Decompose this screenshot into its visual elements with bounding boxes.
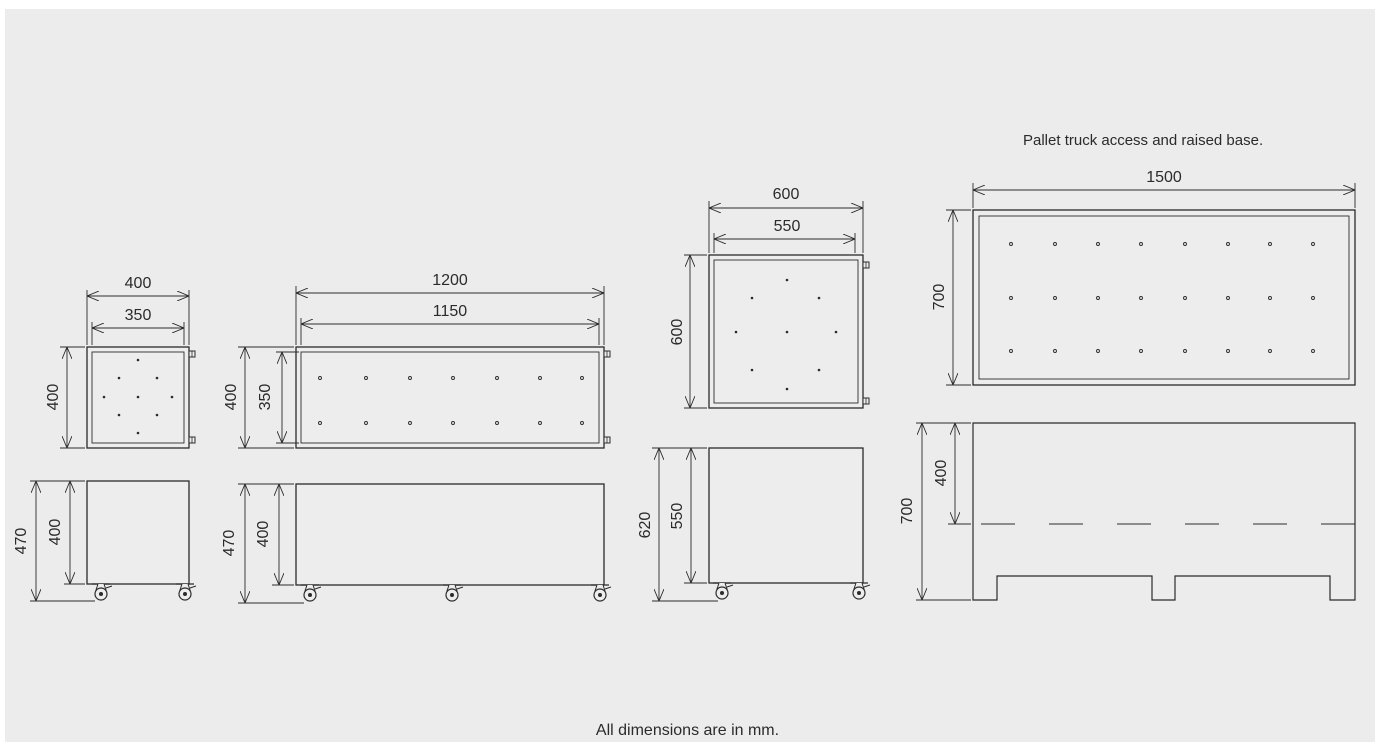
unit-2-side-view: 470 400 xyxy=(221,483,612,604)
unit-4-depth: 700 xyxy=(931,284,948,311)
unit-2-body-height: 400 xyxy=(255,521,272,548)
unit-2-top-view: 1200 1150 400 350 xyxy=(223,272,611,449)
unit-1-outer-width: 400 xyxy=(125,275,152,292)
unit-2-hole-grid xyxy=(318,376,584,425)
unit-1-total-height: 470 xyxy=(13,528,30,555)
unit-3-body-height: 550 xyxy=(669,503,686,530)
unit-1-depth: 400 xyxy=(45,384,62,411)
unit-2-inner-depth: 350 xyxy=(257,384,274,411)
unit-1-top-view: 400 350 400 xyxy=(45,275,196,449)
unit-3-top-view: 600 550 600 xyxy=(669,186,870,409)
unit-2-outer-depth: 400 xyxy=(223,384,240,411)
unit-4-total-height: 700 xyxy=(899,498,916,525)
unit-3-depth: 600 xyxy=(669,319,686,346)
unit-2-inner-width: 1150 xyxy=(433,303,468,320)
unit-1-body-height: 400 xyxy=(47,519,64,546)
unit-1-side-view: 470 400 xyxy=(13,480,197,602)
unit-3-side-view: 620 550 xyxy=(637,447,871,602)
unit-4-upper-height: 400 xyxy=(933,460,950,487)
unit-3-total-height: 620 xyxy=(637,512,654,539)
unit-2-total-height: 470 xyxy=(221,530,238,557)
unit-4-side-view: 700 400 xyxy=(899,422,1356,601)
unit-3-inner-width: 550 xyxy=(774,218,801,235)
unit-2-outer-width: 1200 xyxy=(432,272,468,289)
pallet-note: Pallet truck access and raised base. xyxy=(1023,132,1264,149)
unit-4-hole-grid xyxy=(1009,242,1315,353)
unit-1-inner-width: 350 xyxy=(125,307,152,324)
unit-4-top-view: 1500 700 xyxy=(931,169,1356,386)
unit-4-width: 1500 xyxy=(1146,169,1182,186)
unit-3-outer-width: 600 xyxy=(773,186,800,203)
units-note: All dimensions are in mm. xyxy=(595,722,780,739)
